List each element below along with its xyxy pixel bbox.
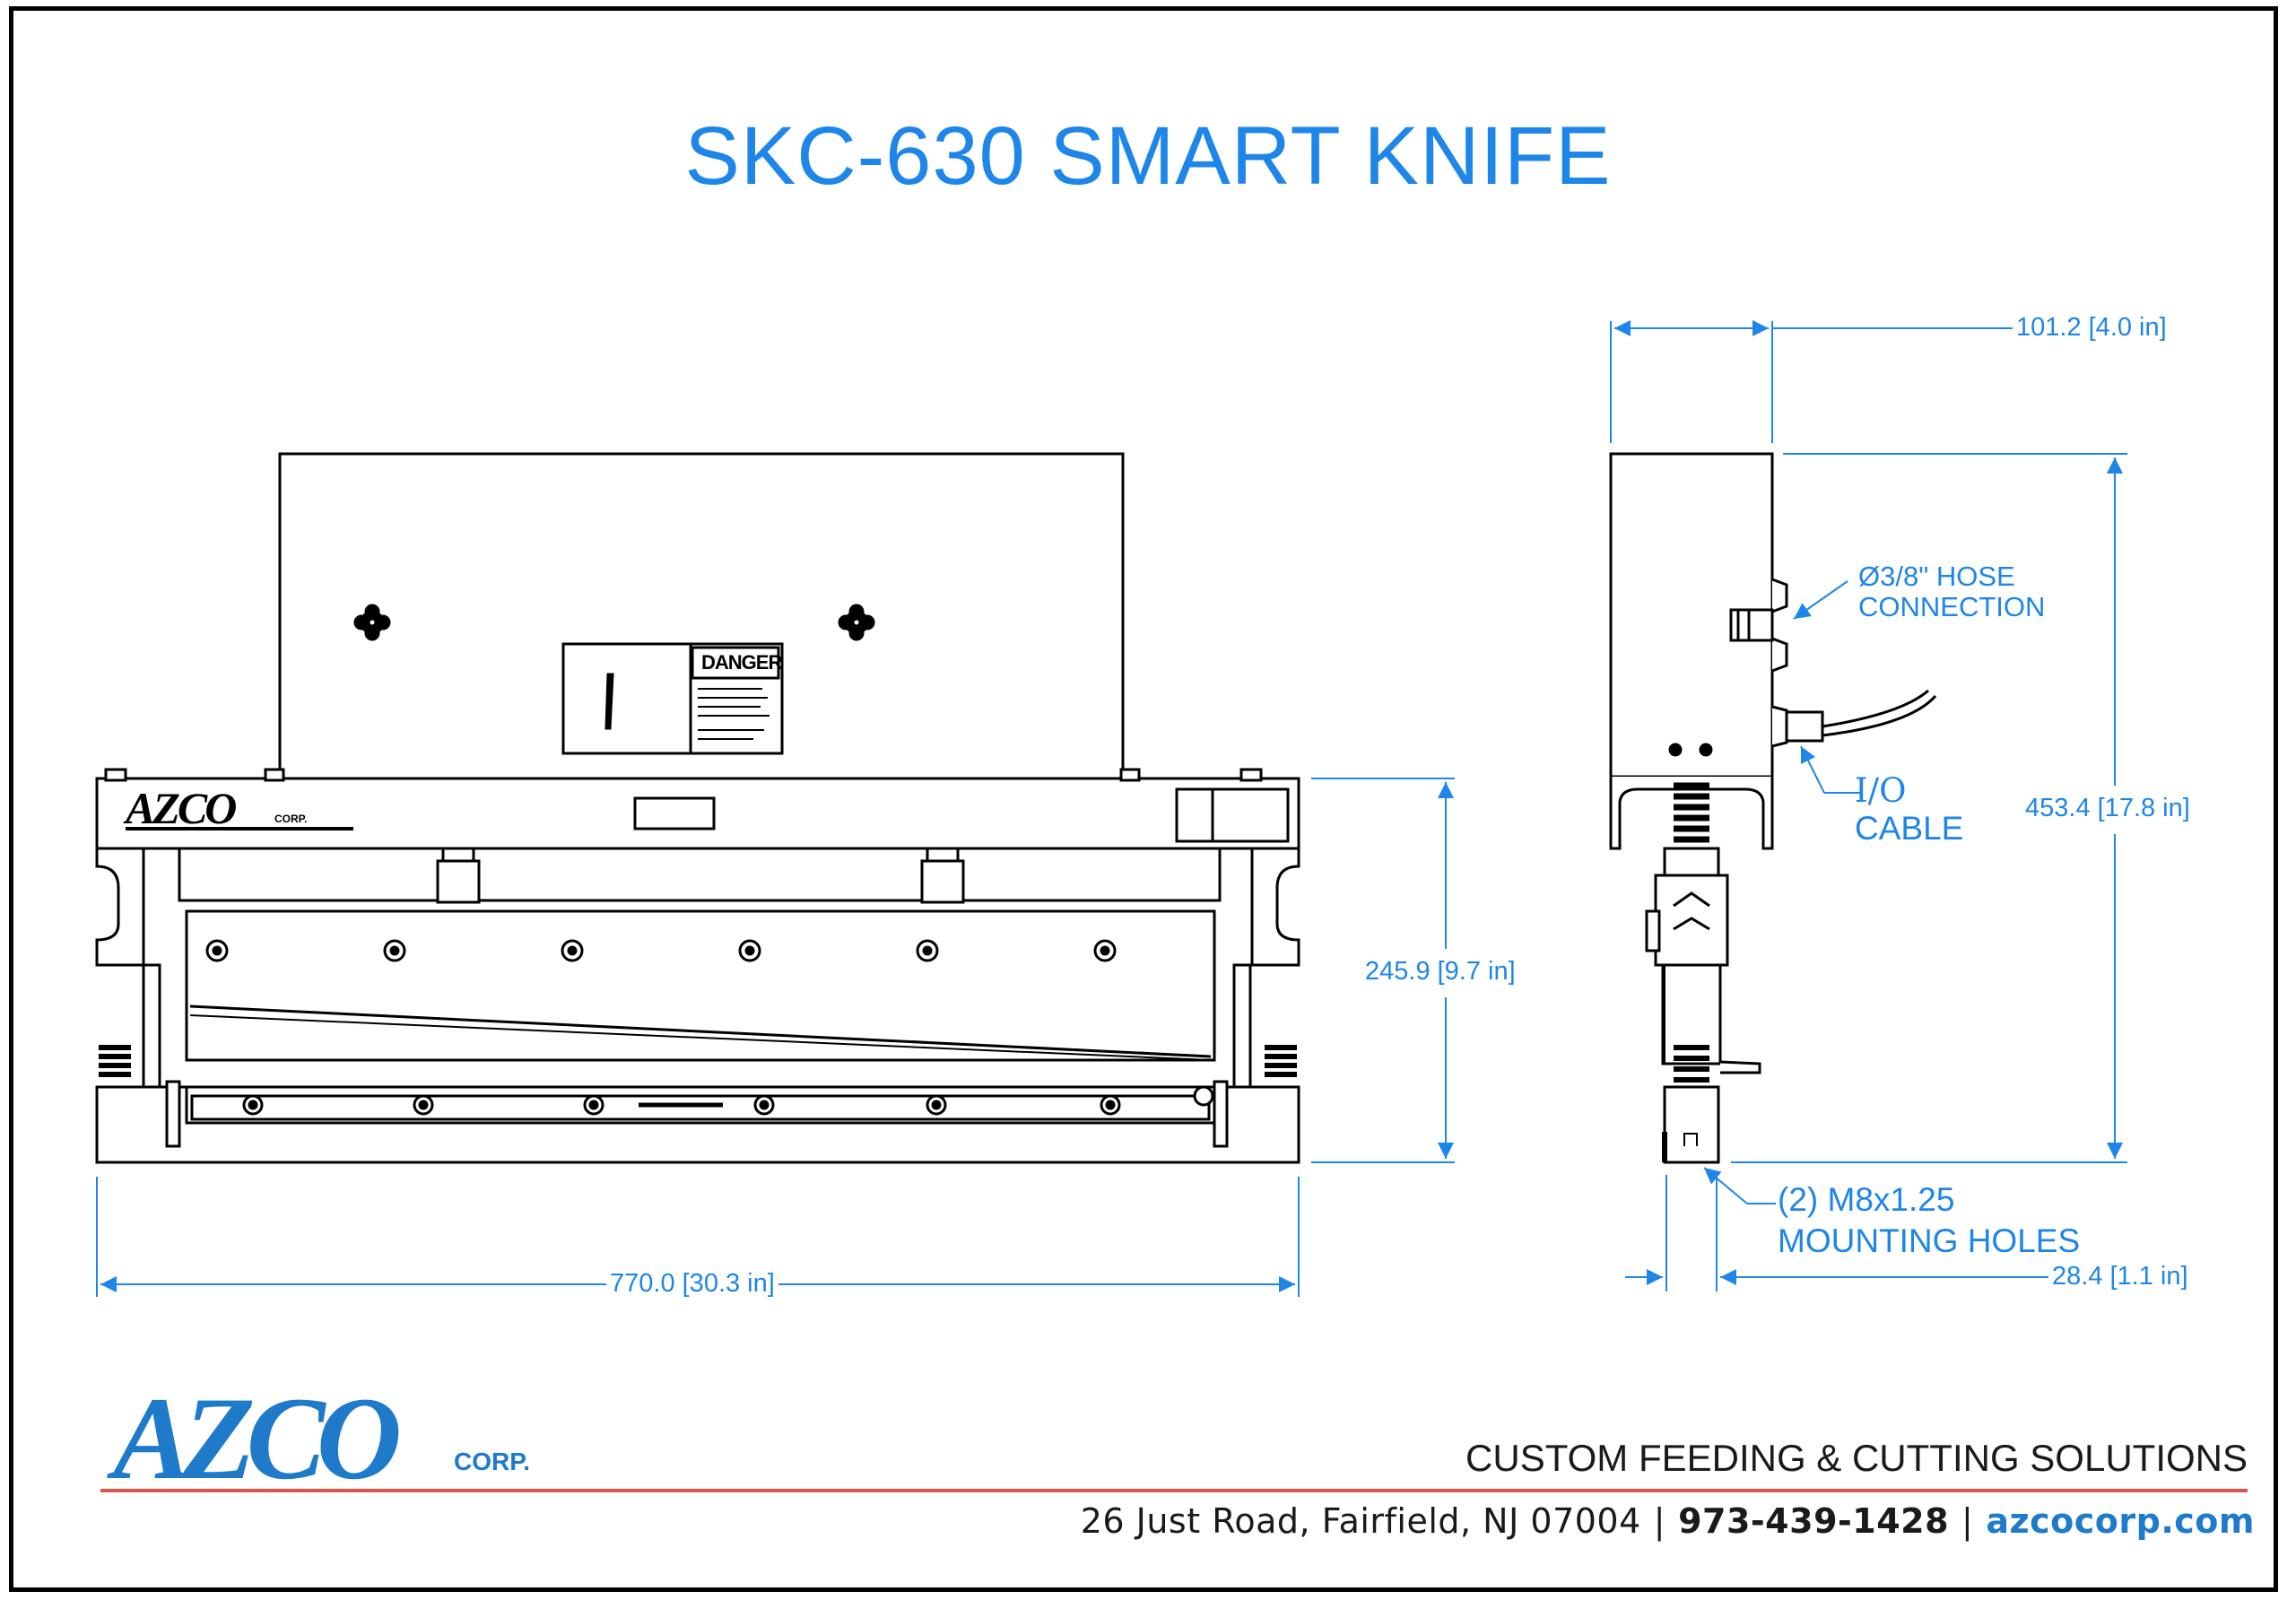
warning-label: [1175, 787, 1290, 843]
callout-hose-line2: CONNECTION: [1858, 591, 2046, 622]
plate-bolts: [205, 939, 1117, 962]
callout-mount-line2: MOUNTING HOLES: [1778, 1222, 2081, 1259]
danger-label-text: DANGER: [701, 651, 782, 674]
left-bracket: [95, 847, 145, 967]
callout-io-line2: CABLE: [1855, 810, 1964, 847]
dimension-front-height: 245.9 [9.7 in]: [1365, 957, 1516, 986]
dimension-side-base: 28.4 [1.1 in]: [2052, 1262, 2188, 1291]
footer-logo: AZCO: [113, 1372, 402, 1504]
side-spring-icon: [1674, 782, 1709, 843]
dimension-side-height: 453.4 [17.8 in]: [2025, 794, 2190, 822]
footer-tagline: CUSTOM FEEDING & CUTTING SOLUTIONS: [1465, 1437, 2248, 1479]
side-lower-spring-icon: [1674, 1045, 1709, 1083]
front-view: [95, 452, 1300, 1164]
dimension-front-width: 770.0 [30.3 in]: [610, 1269, 775, 1298]
footer-website-link[interactable]: azcocorp.com: [1986, 1501, 2255, 1541]
fitting-left: [436, 859, 481, 904]
blade-plate: [185, 909, 1216, 1062]
fitting-right: [920, 859, 965, 904]
callout-io-line1: I/O: [1855, 771, 1907, 810]
footer-contact-line: 26 Just Road, Fairfield, NJ 07004|973-43…: [1080, 1501, 2255, 1541]
dimension-lines: [96, 320, 2127, 1297]
machine-brand: AZCO: [126, 783, 237, 833]
footer-address: 26 Just Road, Fairfield, NJ 07004: [1080, 1501, 1641, 1541]
footer-logo-corp: CORP.: [454, 1448, 531, 1475]
knob-left-icon: [353, 604, 391, 641]
side-view: [1609, 452, 1937, 1164]
io-connector: [1785, 710, 1824, 743]
page-title: SKC-630 SMART KNIFE: [684, 110, 1612, 202]
crossbar-window: [633, 796, 716, 830]
dimension-side-depth: 101.2 [4.0 in]: [2016, 313, 2167, 342]
callout-mount-line1: (2) M8x1.25: [1778, 1181, 1955, 1218]
drawing-frame: [9, 6, 2278, 1592]
right-bracket: [1250, 847, 1300, 967]
side-bracket: [1609, 777, 1774, 850]
side-cylinder: [1654, 874, 1729, 967]
side-base: [1663, 1085, 1720, 1164]
spring-left-icon: [99, 1045, 131, 1077]
base-bolts: [242, 1085, 1214, 1116]
callout-hose-line1: Ø3/8" HOSE: [1858, 561, 2015, 592]
spring-right-icon: [1265, 1045, 1297, 1077]
machine-brand-corp: CORP.: [274, 813, 308, 825]
footer-phone[interactable]: 973-439-1428: [1678, 1501, 1950, 1541]
knob-right-icon: [838, 604, 875, 641]
